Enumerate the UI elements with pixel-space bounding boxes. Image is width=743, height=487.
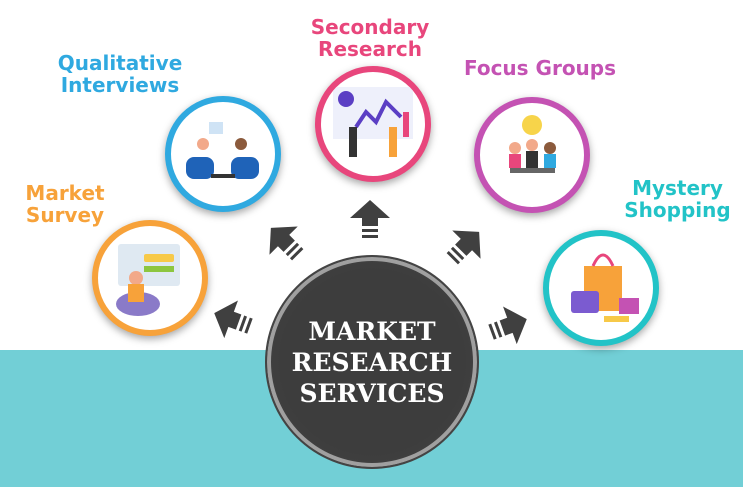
arrow-up-left-icon — [256, 213, 312, 269]
label-focus-groups: Focus Groups — [460, 57, 620, 79]
focus-groups-illustration — [474, 97, 590, 213]
center-line: SERVICES — [299, 378, 445, 408]
center-line: MARKET — [308, 316, 436, 346]
label-line: Survey — [25, 203, 105, 227]
qualitative-interviews-illustration — [165, 96, 281, 212]
market-survey-illustration — [92, 220, 208, 336]
mystery-shopping-illustration — [543, 230, 659, 346]
label-line: Market — [25, 181, 105, 205]
arrow-up-right-icon — [438, 217, 494, 273]
label-market-survey: Market Survey — [10, 182, 120, 226]
label-line: Shopping — [624, 198, 731, 222]
arrow-up-icon — [350, 200, 390, 238]
label-line: Mystery — [632, 176, 723, 200]
label-line: Focus Groups — [463, 56, 617, 80]
label-line: Secondary — [310, 15, 430, 39]
label-line: Interviews — [60, 73, 180, 97]
center-line: RESEARCH — [291, 347, 453, 377]
label-secondary-research: Secondary Research — [295, 16, 445, 60]
label-line: Qualitative — [57, 51, 183, 75]
center-title-circle: MARKET RESEARCH SERVICES — [265, 255, 479, 469]
label-line: Research — [318, 37, 422, 61]
arrow-left-icon — [207, 294, 257, 345]
arrow-right-icon — [484, 300, 534, 351]
secondary-research-illustration — [315, 66, 431, 182]
label-mystery-shopping: Mystery Shopping — [615, 177, 740, 221]
label-qualitative-interviews: Qualitative Interviews — [45, 52, 195, 96]
